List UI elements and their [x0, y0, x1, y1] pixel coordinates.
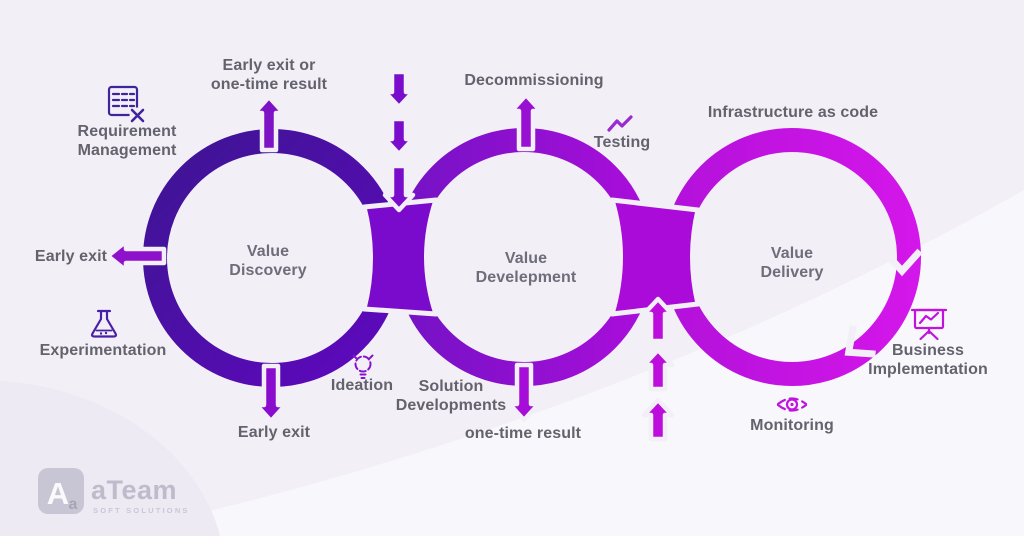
arrow-up-development-top: [509, 92, 543, 152]
label-business-implementation: Business Implementation: [868, 342, 988, 378]
arrow-up-inflow-3: [641, 397, 675, 442]
flask-icon: [90, 309, 118, 338]
logo-mark-letter-small: a: [69, 496, 78, 513]
label-ideation: Ideation: [330, 377, 394, 394]
label-solution-developments: Solution Developments: [395, 378, 507, 414]
logo-mark-letter: A: [47, 476, 69, 511]
arrow-down-discovery-bottom: [254, 363, 288, 424]
arrow-down-inflow-2: [382, 116, 416, 157]
arrow-up-inflow-2: [641, 347, 675, 392]
bridge-discovery-development: [361, 197, 439, 317]
label-testing: Testing: [593, 134, 651, 151]
trend-zigzag-icon: [607, 115, 633, 132]
delivery-flow-chevron-right: [881, 248, 923, 277]
logo-wordmark: aTeam: [91, 475, 178, 505]
label-early-exit-left: Early exit: [34, 248, 108, 265]
label-infrastructure-as-code: Infrastructure as code: [707, 104, 879, 121]
label-monitoring: Monitoring: [750, 417, 834, 434]
background-light-band: [100, 190, 1024, 536]
arrow-left-discovery: [105, 239, 167, 273]
bridge-development-delivery: [609, 197, 701, 317]
logo-tagline: SOFT SOLUTIONS: [93, 506, 190, 515]
loop-title-value-discovery: Value Discovery: [229, 243, 307, 279]
arrow-up-discovery-top: [252, 94, 286, 153]
delivery-flow-chevron-bottom: [844, 325, 876, 358]
arrow-up-inflow-1: [641, 296, 675, 344]
eye-icon: [776, 397, 808, 412]
label-early-exit-bottom: Early exit: [237, 424, 311, 441]
loop-title-value-delivery: Value Delivery: [760, 245, 824, 281]
loop-title-value-development: Value Develepment: [475, 250, 577, 286]
label-requirement-management: Requirement Management: [77, 123, 177, 159]
arrow-down-development-bottom: [507, 362, 541, 423]
arrow-down-inflow-1: [382, 69, 416, 110]
label-early-exit-top: Early exit or one-time result: [210, 57, 328, 93]
requirement-table-x-icon: [107, 85, 146, 124]
label-one-time-result: one-time result: [464, 425, 582, 442]
arrow-down-inflow-3: [382, 163, 416, 213]
lightbulb-icon: [352, 354, 374, 379]
label-decommissioning: Decommissioning: [464, 72, 604, 89]
label-experimentation: Experimentation: [39, 342, 167, 359]
ateam-logo-mark: A a: [38, 468, 84, 514]
presentation-chart-icon: [910, 308, 948, 341]
